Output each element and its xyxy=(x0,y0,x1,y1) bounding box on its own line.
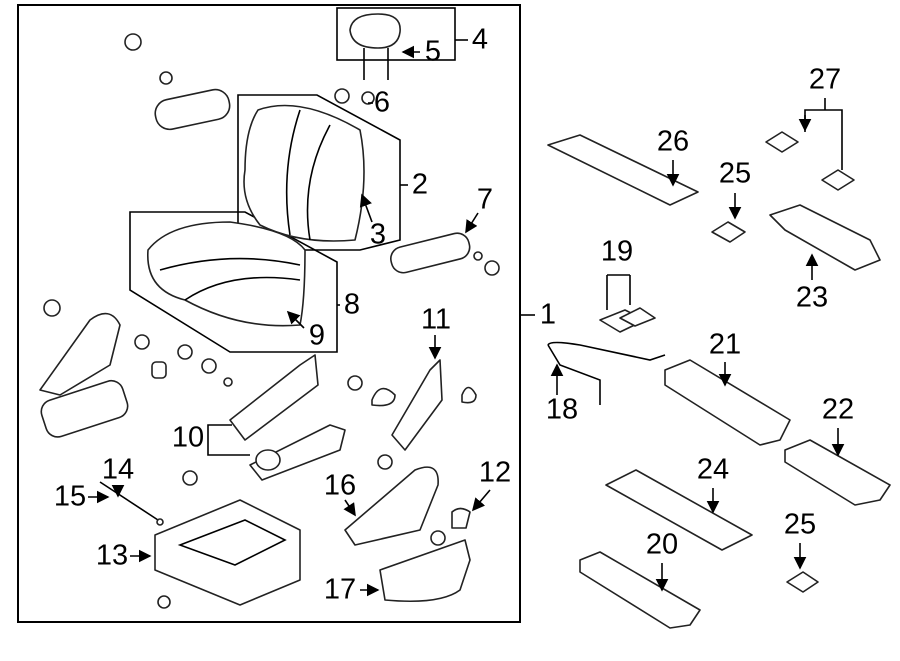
track-22 xyxy=(784,439,891,506)
callout-3: 3 xyxy=(369,218,387,251)
callout-13: 13 xyxy=(95,539,129,572)
callout-14: 14 xyxy=(101,453,135,486)
armrest-left xyxy=(154,88,231,131)
track-21 xyxy=(664,359,791,446)
callout-18: 18 xyxy=(545,393,579,426)
callout-25-lower: 25 xyxy=(783,508,817,541)
callout-12: 12 xyxy=(478,456,512,489)
callout-8: 8 xyxy=(343,288,361,321)
seat-frame xyxy=(154,499,301,606)
callout-6: 6 xyxy=(373,86,391,119)
cap-27-b xyxy=(821,169,855,191)
callout-7: 7 xyxy=(476,183,494,216)
side-shield xyxy=(344,466,439,546)
step-plate-26 xyxy=(547,134,699,206)
callout-19: 19 xyxy=(600,235,634,268)
track-20 xyxy=(579,551,701,629)
callout-22: 22 xyxy=(821,393,855,426)
callout-2: 2 xyxy=(411,168,429,201)
seat-assembly-frame xyxy=(17,4,521,623)
callout-21: 21 xyxy=(708,328,742,361)
leader-lines xyxy=(88,39,845,597)
callout-24: 24 xyxy=(696,453,730,486)
recliner-bracket xyxy=(391,359,443,451)
callout-25-upper: 25 xyxy=(718,157,752,190)
lower-shield xyxy=(379,539,471,603)
recliner-track-upper xyxy=(229,354,319,441)
armrest-right xyxy=(390,232,471,274)
callout-20: 20 xyxy=(645,528,679,561)
cushion-frame xyxy=(129,211,338,353)
step-plate-24 xyxy=(605,469,753,551)
headrest-frame xyxy=(336,7,456,61)
callout-1: 1 xyxy=(539,298,557,331)
callout-10: 10 xyxy=(171,421,205,454)
side-trim-left xyxy=(40,379,129,438)
cap-27-a xyxy=(765,131,799,153)
cap xyxy=(451,507,471,529)
callout-15: 15 xyxy=(53,480,87,513)
callout-27: 27 xyxy=(808,63,842,96)
callout-23: 23 xyxy=(795,281,829,314)
callout-16: 16 xyxy=(323,469,357,502)
seatback xyxy=(243,104,365,242)
cap-25-lower xyxy=(786,571,819,593)
callout-11: 11 xyxy=(420,303,452,336)
seat-cushion xyxy=(147,221,306,327)
callout-9: 9 xyxy=(308,319,326,352)
callout-17: 17 xyxy=(323,573,357,606)
bracket-23 xyxy=(769,204,881,271)
callout-4: 4 xyxy=(471,23,489,56)
callout-5: 5 xyxy=(424,35,442,68)
callout-26: 26 xyxy=(656,125,690,158)
headrest xyxy=(349,13,401,49)
cap-25-upper xyxy=(711,221,746,243)
side-cover-left xyxy=(39,312,121,396)
